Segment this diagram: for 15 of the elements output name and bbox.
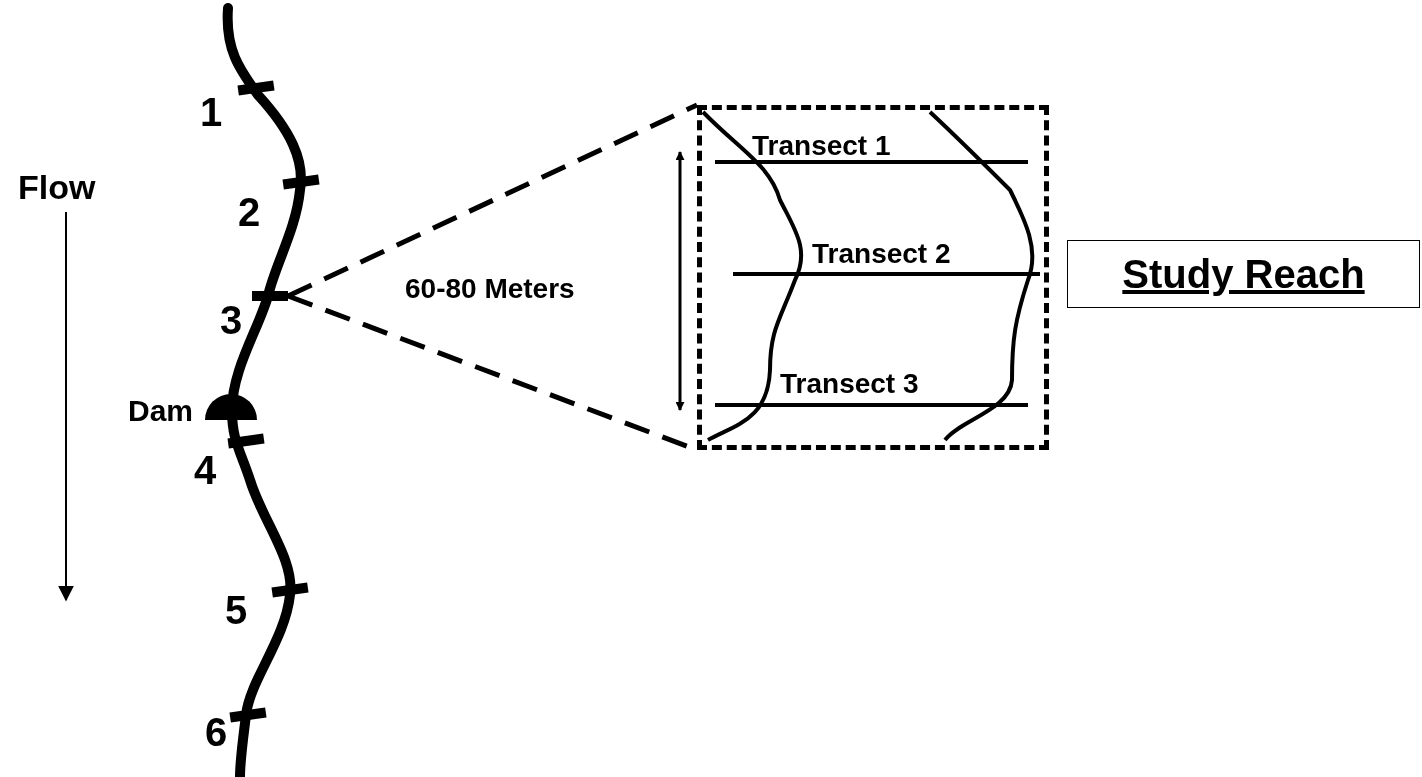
site-number: 5	[225, 590, 248, 630]
site-marker	[252, 291, 288, 301]
flow-label: Flow	[18, 170, 96, 204]
zoom-line	[286, 102, 699, 299]
transect-label: Transect 3	[780, 370, 919, 398]
transect-label: Transect 1	[752, 132, 891, 160]
dam-label: Dam	[128, 396, 194, 426]
site-number: 4	[194, 450, 217, 490]
site-number: 1	[200, 92, 223, 132]
site-number: 6	[205, 712, 228, 752]
site-number: 2	[238, 192, 261, 232]
title-text: Study Reach	[1122, 251, 1365, 297]
site-number: 3	[220, 300, 243, 340]
transect-label: Transect 2	[812, 240, 951, 268]
dimension-label: 60-80 Meters	[405, 275, 575, 303]
